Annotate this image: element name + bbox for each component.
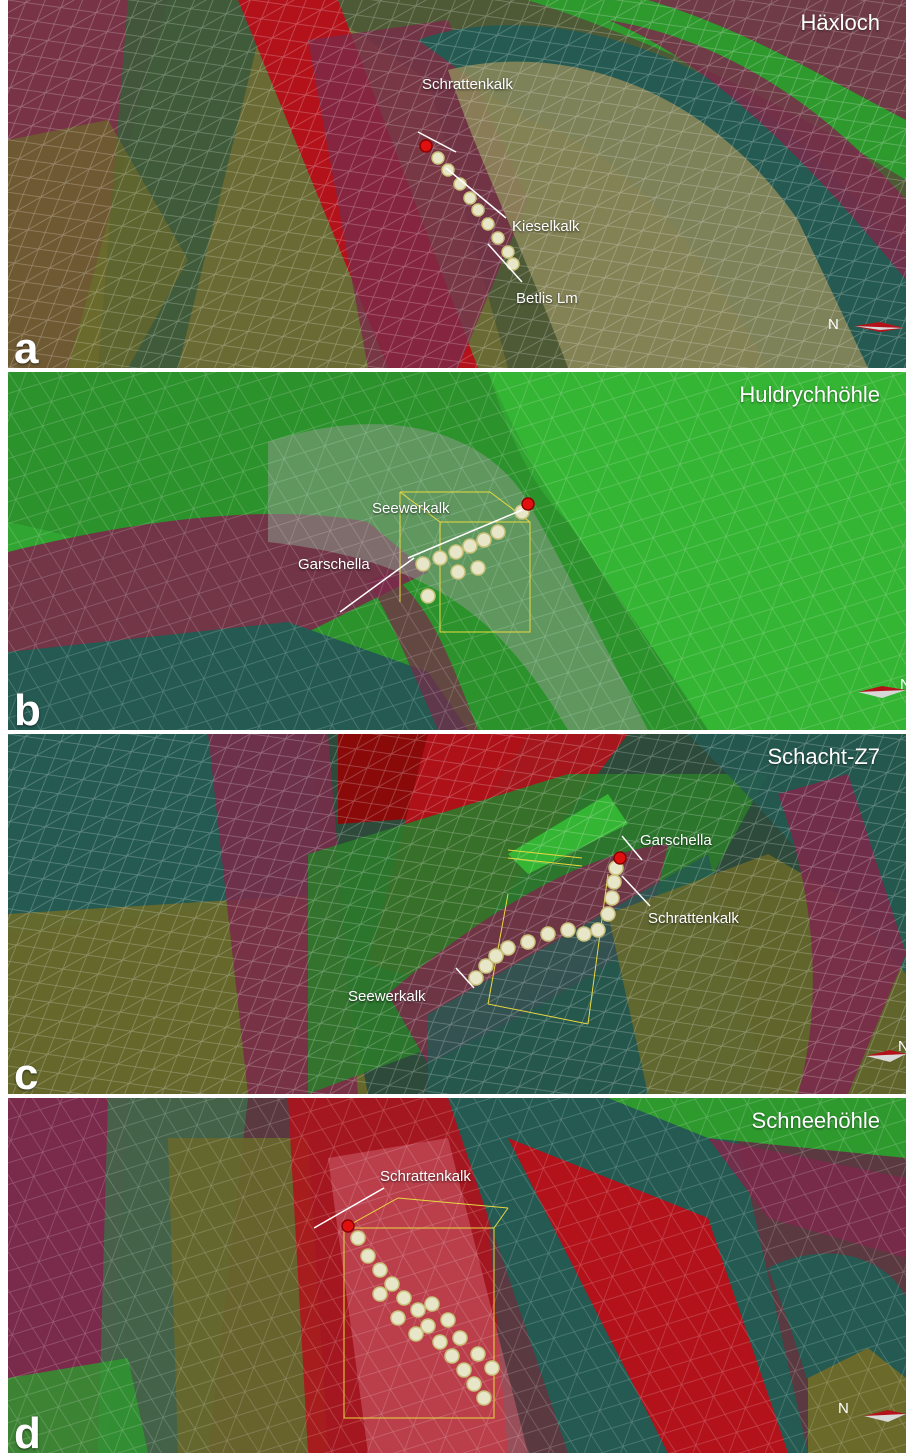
label-garschella-c: Garschella [640, 832, 712, 849]
cave-entrance-marker-a [419, 139, 433, 153]
cave-stations-c [468, 860, 624, 986]
north-label-b: N [900, 676, 906, 693]
label-betlis-a: Betlis Lm [516, 290, 578, 307]
label-garschella-b: Garschella [298, 556, 370, 573]
label-kieselkalk-a: Kieselkalk [512, 218, 580, 235]
panel-c-letter: c [14, 1050, 39, 1094]
thickness-arrows-b [339, 509, 523, 613]
cave-stations-b [415, 504, 530, 604]
label-schrattenkalk-c: Schrattenkalk [648, 910, 739, 927]
panel-d-letter: d [14, 1409, 41, 1453]
panel-a-title: Häxloch [800, 10, 880, 35]
north-arrow-d [864, 1410, 906, 1422]
panel-d: Schneehöhle Schrattenkalk N d [8, 1098, 906, 1453]
panel-c-render [8, 734, 906, 1094]
panel-a: Häxloch Schrattenkalk Kieselkalk Betlis … [8, 0, 906, 368]
panel-a-render [8, 0, 906, 368]
cave-stations-a [431, 151, 520, 271]
panel-c: Schacht-Z7 Garschella Schrattenkalk Seew… [8, 734, 906, 1094]
thickness-arrows-d [313, 1187, 385, 1229]
label-seewerkalk-c: Seewerkalk [348, 988, 426, 1005]
north-arrow-c [866, 1050, 906, 1062]
north-label-a: N [828, 316, 839, 333]
label-schrattenkalk-a: Schrattenkalk [422, 76, 513, 93]
north-arrow-a [854, 322, 904, 332]
cave-stations-d [350, 1230, 500, 1406]
label-schrattenkalk-d: Schrattenkalk [380, 1168, 471, 1185]
panel-b-render [8, 372, 906, 730]
thickness-arrows-a [417, 131, 523, 283]
north-label-c: N [898, 1038, 906, 1055]
cave-entrance-marker-b [521, 497, 535, 511]
north-arrow-b [858, 686, 906, 698]
panel-b-title: Huldrychhöhle [739, 382, 880, 407]
label-seewerkalk-b: Seewerkalk [372, 500, 450, 517]
panel-c-title: Schacht-Z7 [767, 744, 881, 769]
panel-b: Huldrychhöhle Seewerkalk Garschella N b [8, 372, 906, 730]
survey-box-b [399, 491, 531, 633]
panel-d-render [8, 1098, 906, 1453]
panel-b-letter: b [14, 686, 41, 730]
thickness-arrows-c [455, 835, 651, 989]
panel-d-title: Schneehöhle [751, 1108, 880, 1133]
cave-entrance-marker-c [613, 851, 627, 865]
panel-a-letter: a [14, 324, 39, 368]
north-label-d: N [838, 1400, 849, 1417]
cave-entrance-marker-d [341, 1219, 355, 1233]
